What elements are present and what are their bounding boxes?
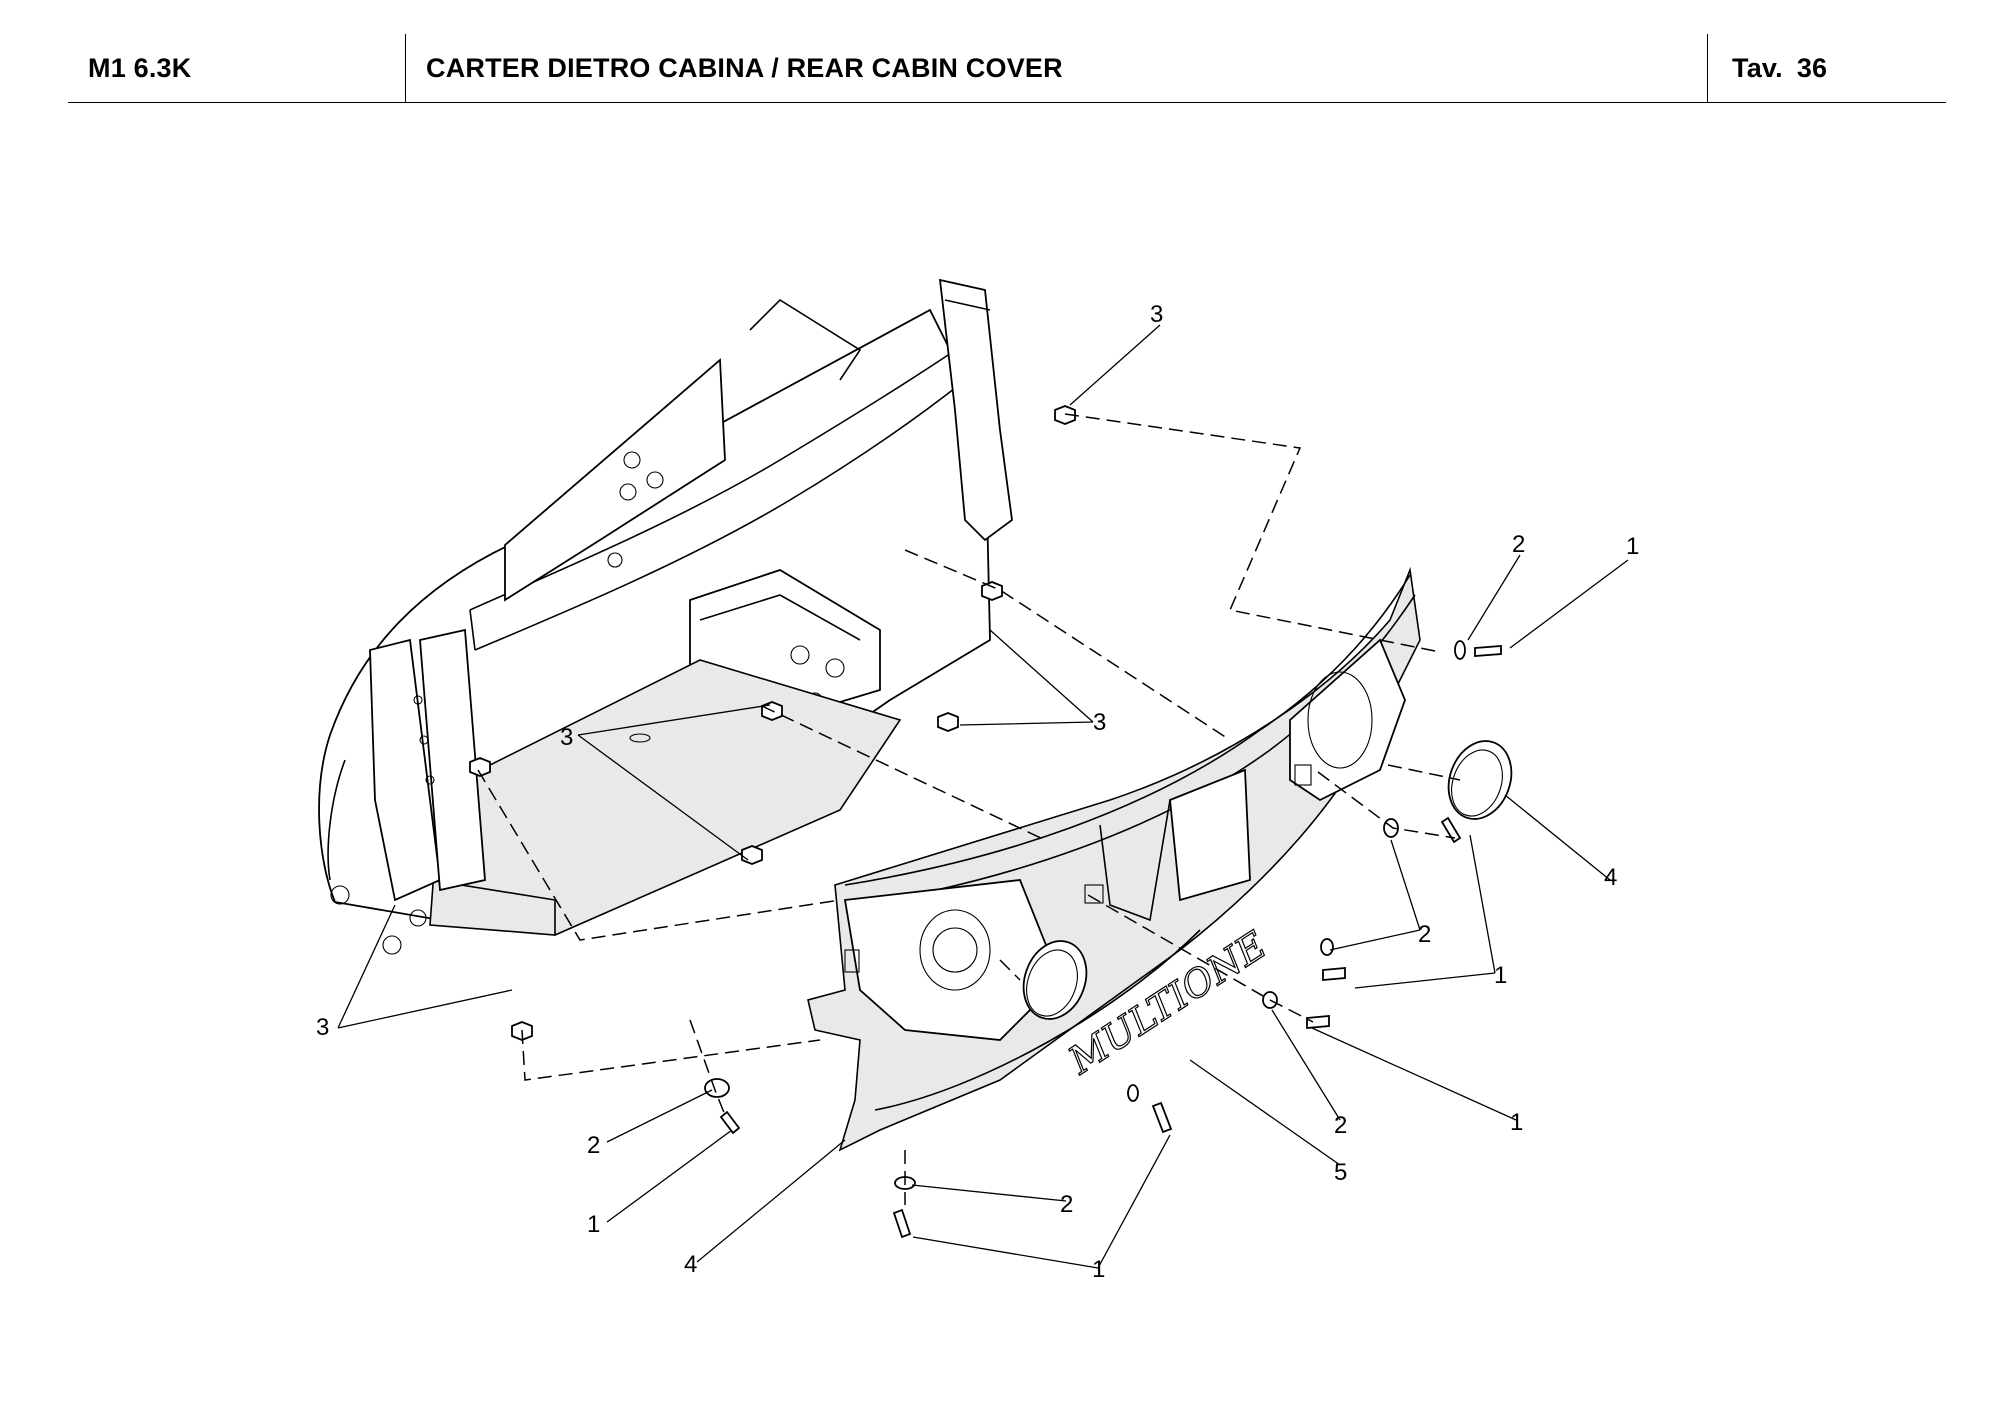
callout-label: 1 bbox=[1510, 1109, 1523, 1136]
page-title: CARTER DIETRO CABINA / REAR CABIN COVER bbox=[426, 52, 1063, 83]
speaker-caps bbox=[1022, 740, 1513, 1020]
assembly-lines bbox=[477, 413, 1461, 1205]
callout-label: 1 bbox=[587, 1211, 600, 1238]
cabin-frame bbox=[318, 278, 1013, 955]
callout-label: 2 bbox=[1334, 1112, 1347, 1139]
callout-label: 2 bbox=[1060, 1191, 1073, 1218]
callout-label: 1 bbox=[1494, 962, 1507, 989]
callout-labels: 3 2 1 3 3 4 2 1 3 2 1 2 5 1 4 2 1 bbox=[316, 301, 1639, 1283]
callout-label: 2 bbox=[1512, 531, 1525, 558]
table-reference: Tav. 36 bbox=[1732, 34, 1827, 102]
callout-label: 3 bbox=[1150, 301, 1163, 328]
callout-label: 5 bbox=[1334, 1159, 1347, 1186]
table-number: 36 bbox=[1796, 52, 1828, 83]
table-label: Tav. bbox=[1732, 52, 1783, 83]
callout-label: 3 bbox=[1093, 709, 1106, 736]
callout-label: 3 bbox=[316, 1014, 329, 1041]
callout-label: 1 bbox=[1626, 533, 1639, 560]
callout-label: 2 bbox=[587, 1132, 600, 1159]
header-divider bbox=[405, 34, 406, 102]
drawing-header: M1 6.3K CARTER DIETRO CABINA / REAR CABI… bbox=[68, 34, 1946, 103]
callout-leaders bbox=[337, 324, 1629, 1269]
callout-label: 4 bbox=[684, 1251, 697, 1278]
callout-label: 2 bbox=[1418, 921, 1431, 948]
callout-label: 1 bbox=[1092, 1256, 1105, 1283]
callout-label: 4 bbox=[1604, 864, 1617, 891]
header-divider bbox=[1707, 34, 1708, 102]
model-code: M1 6.3K bbox=[88, 52, 192, 83]
callout-label: 3 bbox=[560, 724, 573, 751]
